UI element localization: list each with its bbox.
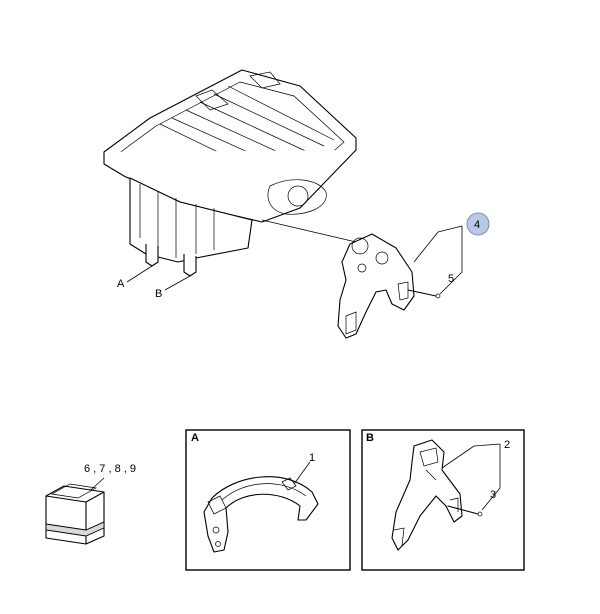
callout-4-label: 4 <box>474 219 480 231</box>
callout-b-label: B <box>155 288 162 300</box>
shift-fork-a <box>203 476 319 553</box>
callout-4-bubble <box>466 212 490 236</box>
detail-b-callout-2: 2 <box>504 439 510 451</box>
shift-fork-exploded <box>337 233 441 339</box>
detail-b-frame <box>361 429 525 571</box>
kit-callout-label: 6 , 7 , 8 , 9 <box>84 463 136 475</box>
detail-a-panel: A 1 <box>185 429 351 571</box>
detail-b-tag: B <box>366 432 374 444</box>
detail-b-panel: B 2 3 <box>361 429 525 571</box>
shift-housing-assembly <box>103 69 357 277</box>
callout-5-label: 5 <box>448 273 454 285</box>
parts-kit-box: 6 , 7 , 8 , 9 <box>45 463 136 545</box>
callout-a: A <box>117 265 153 290</box>
callout-5: 5 <box>439 248 463 295</box>
detail-b-callout-3: 3 <box>490 489 496 501</box>
detail-a-callout-1: 1 <box>309 452 315 464</box>
callout-a-label: A <box>117 278 125 290</box>
callout-b: B <box>155 275 191 300</box>
detail-a-tag: A <box>191 432 199 444</box>
detail-a-frame <box>185 429 351 571</box>
callout-4: 4 <box>413 212 490 263</box>
shift-fork-b <box>391 439 463 551</box>
